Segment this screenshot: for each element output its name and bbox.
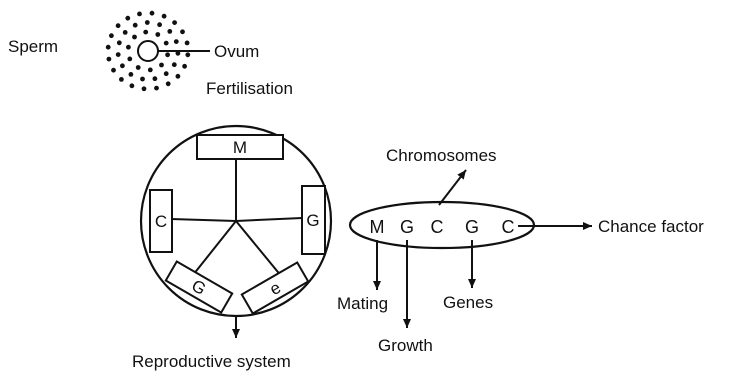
sperm-dot [159,63,164,68]
sperm-dot [117,40,122,45]
sperm-dot [155,32,160,37]
seq-letter-4: G [465,217,479,237]
sperm-dot [129,72,134,77]
sperm-dot [145,20,150,25]
genes-label: Genes [443,293,493,312]
sperm-dot [185,52,190,57]
sperm-dot [164,41,169,46]
ovum-circle [138,41,158,61]
sperm-dot [125,16,130,21]
box-right-label: G [306,211,319,230]
box-top-label: M [233,138,247,157]
spoke-right [236,218,302,221]
sperm-dot [119,77,124,82]
ovum-label: Ovum [214,42,259,61]
sperm-dot [137,12,142,17]
sperm-dot [126,45,131,50]
sperm-dot [172,20,177,25]
sperm-dot [120,63,125,68]
sperm-dot [185,41,190,46]
sperm-dot [111,68,116,73]
sperm-dot [176,74,181,79]
sperm-dot [148,68,153,73]
sperm-dot [132,35,137,40]
fertilisation-caption: Fertilisation [206,79,293,98]
sperm-dot [116,52,121,57]
mating-label: Mating [337,294,388,313]
fertilisation-group: Sperm Ovum Fertilisation [8,11,293,98]
sperm-dot [107,57,112,62]
reproductive-wheel: M C G G e Reproductive system [132,126,331,371]
box-bottom-left: G [166,261,232,312]
sperm-dot [165,52,170,57]
sperm-dot [166,81,171,86]
sperm-dot [154,86,159,91]
sperm-dot [142,86,147,91]
seq-letter-3: C [431,217,444,237]
chromosome-ellipse-group: M G C G C Chromosomes Chance factor Mati… [337,146,704,355]
sperm-dot [109,33,114,38]
box-bottom-right: e [242,262,308,313]
seq-letter-5: C [502,217,515,237]
chance-label: Chance factor [598,217,704,236]
sperm-dot [172,62,177,67]
sperm-dot [116,23,121,28]
chromosomes-arrow [439,170,466,205]
sperm-dot [106,45,111,50]
sperm-dot [130,83,135,88]
sperm-dot [162,14,167,19]
sperm-dot [127,57,132,62]
box-left-label: C [155,212,167,231]
sperm-dot [136,65,141,70]
sperm-label: Sperm [8,37,58,56]
sperm-dot [164,71,169,76]
sperm-dot [150,11,155,16]
sperm-dot [167,29,172,34]
seq-letter-1: M [370,217,385,237]
sperm-dot [143,30,148,35]
sperm-dot [153,76,158,81]
spoke-bottom-left [193,221,236,275]
seq-letter-2: G [400,217,414,237]
growth-label: Growth [378,336,433,355]
sperm-dot [140,77,145,82]
wheel-caption: Reproductive system [132,352,291,371]
spoke-left [171,219,236,221]
sperm-dot [174,39,179,44]
chromosomes-label: Chromosomes [386,146,497,165]
sperm-dot [180,29,185,34]
spoke-bottom-right [236,221,282,277]
sperm-dot [123,30,128,35]
sperm-dot [157,22,162,27]
sperm-dot [182,64,187,69]
sperm-dot [133,23,138,28]
